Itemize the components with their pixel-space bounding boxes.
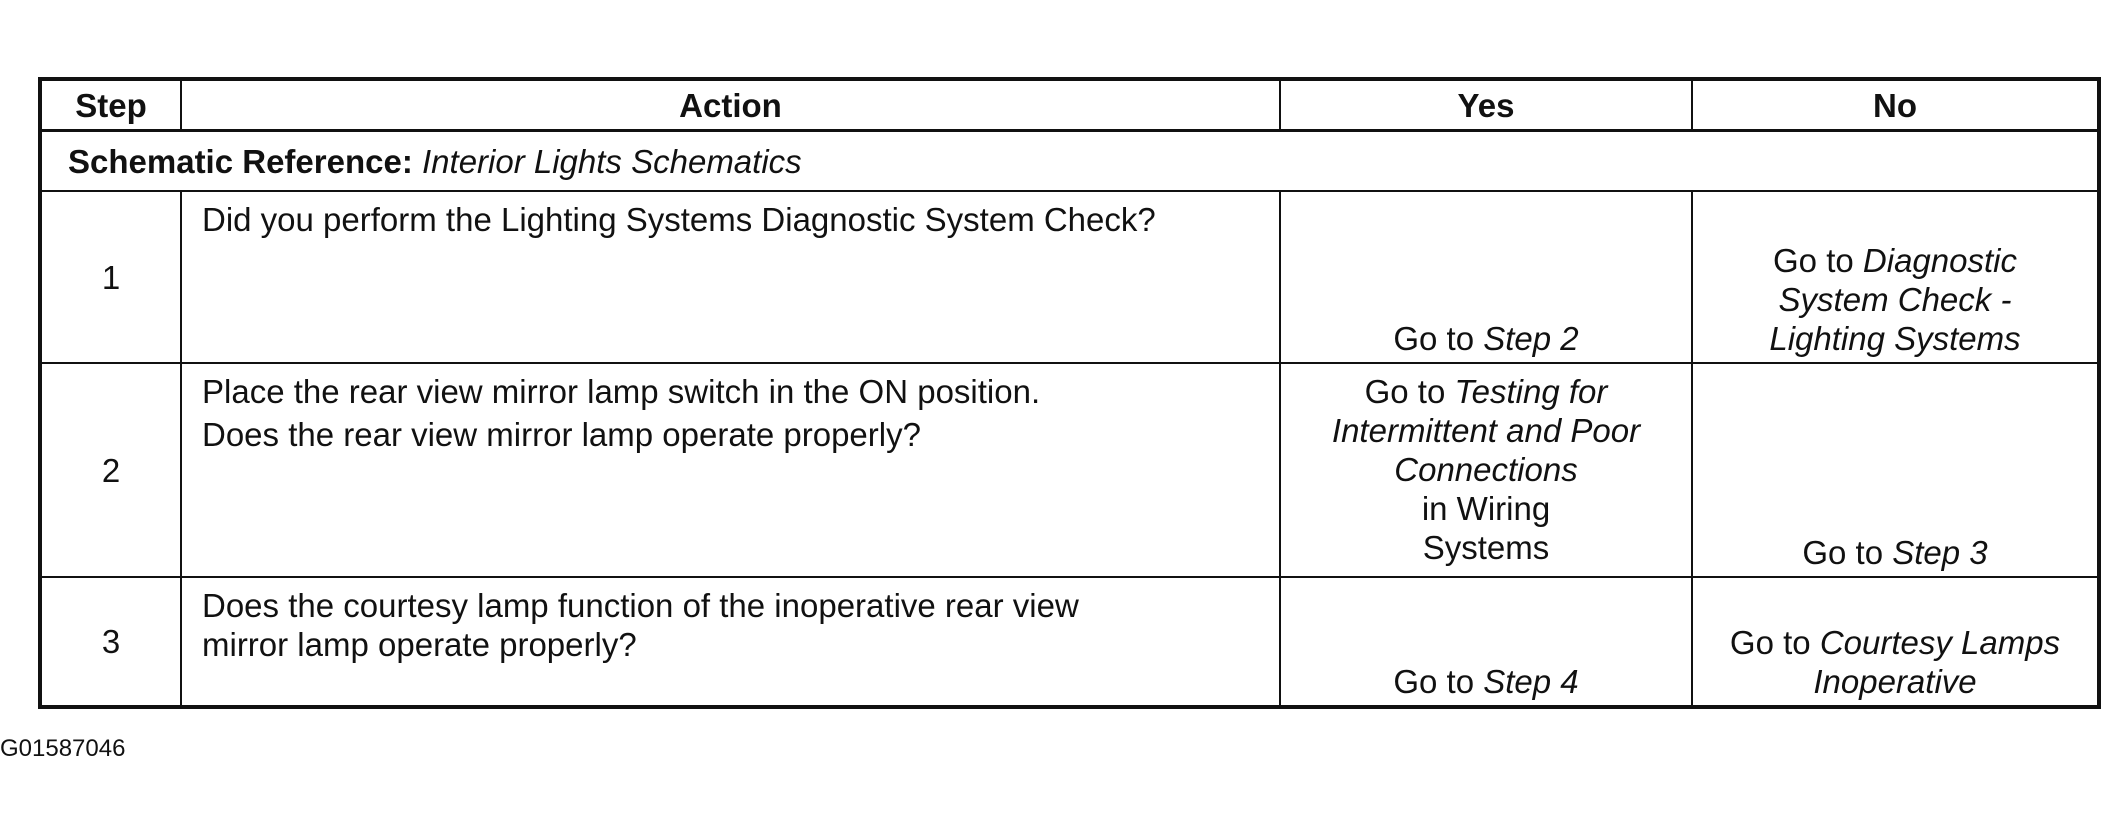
- action-text: Did you perform the Lighting Systems Dia…: [180, 190, 1281, 364]
- yes-link[interactable]: Step 4: [1483, 663, 1579, 700]
- table-row: 1 Did you perform the Lighting Systems D…: [39, 190, 2100, 364]
- action-line: Did you perform the Lighting Systems Dia…: [202, 201, 1156, 238]
- table-row: 3 Does the courtesy lamp function of the…: [39, 576, 2100, 708]
- yes-prefix: Go to: [1364, 373, 1455, 410]
- action-text: Does the courtesy lamp function of the i…: [180, 576, 1281, 708]
- schematic-reference-label: Schematic Reference:: [68, 142, 413, 180]
- no-prefix: Go to: [1773, 242, 1863, 279]
- yes-link[interactable]: Connections: [1394, 451, 1578, 488]
- action-text: Place the rear view mirror lamp switch i…: [180, 362, 1281, 578]
- figure-id: G01587046: [0, 735, 126, 762]
- yes-link[interactable]: Intermittent and Poor: [1331, 412, 1641, 449]
- yes-result: Go to Testing for Intermittent and Poor …: [1279, 362, 1693, 578]
- no-link[interactable]: Diagnostic: [1862, 242, 2017, 279]
- yes-suffix: in Wiring: [1421, 490, 1551, 527]
- schematic-reference: Schematic Reference: Interior Lights Sch…: [39, 129, 2100, 192]
- action-line: Does the courtesy lamp function of the i…: [202, 587, 1079, 663]
- no-link[interactable]: Step 3: [1892, 534, 1988, 571]
- no-result: Go to Step 3: [1691, 362, 2100, 578]
- header-no: No: [1691, 78, 2100, 132]
- action-line: Does the rear view mirror lamp operate p…: [202, 416, 921, 453]
- yes-link[interactable]: Step 2: [1483, 320, 1579, 357]
- action-line: Place the rear view mirror lamp switch i…: [202, 373, 1041, 410]
- step-number: 1: [39, 190, 182, 364]
- header-action: Action: [180, 78, 1281, 132]
- no-prefix: Go to: [1729, 624, 1820, 661]
- no-link[interactable]: Inoperative: [1813, 663, 1977, 700]
- yes-prefix: Go to: [1393, 320, 1484, 357]
- yes-suffix: Systems: [1422, 529, 1550, 566]
- schematic-reference-link[interactable]: Interior Lights Schematics: [422, 142, 802, 180]
- no-prefix: Go to: [1802, 534, 1893, 571]
- no-link[interactable]: System Check -: [1778, 281, 2012, 318]
- step-number: 2: [39, 362, 182, 578]
- no-link[interactable]: Courtesy Lamps: [1819, 624, 2061, 661]
- table-row: 2 Place the rear view mirror lamp switch…: [39, 362, 2100, 578]
- no-result: Go to Courtesy Lamps Inoperative: [1691, 576, 2100, 708]
- no-result: Go to Diagnostic System Check - Lighting…: [1691, 190, 2100, 364]
- schematic-reference-row: Schematic Reference: Interior Lights Sch…: [39, 129, 2100, 192]
- step-number: 3: [39, 576, 182, 708]
- yes-result: Go to Step 2: [1279, 190, 1693, 364]
- header-row: Step Action Yes No: [39, 78, 2100, 132]
- header-step: Step: [39, 78, 182, 132]
- yes-result: Go to Step 4: [1279, 576, 1693, 708]
- diagnostic-table: Step Action Yes No Schematic Reference: …: [38, 77, 2101, 709]
- header-yes: Yes: [1279, 78, 1693, 132]
- no-link[interactable]: Lighting Systems: [1769, 320, 2021, 357]
- yes-prefix: Go to: [1393, 663, 1484, 700]
- yes-link[interactable]: Testing for: [1454, 373, 1608, 410]
